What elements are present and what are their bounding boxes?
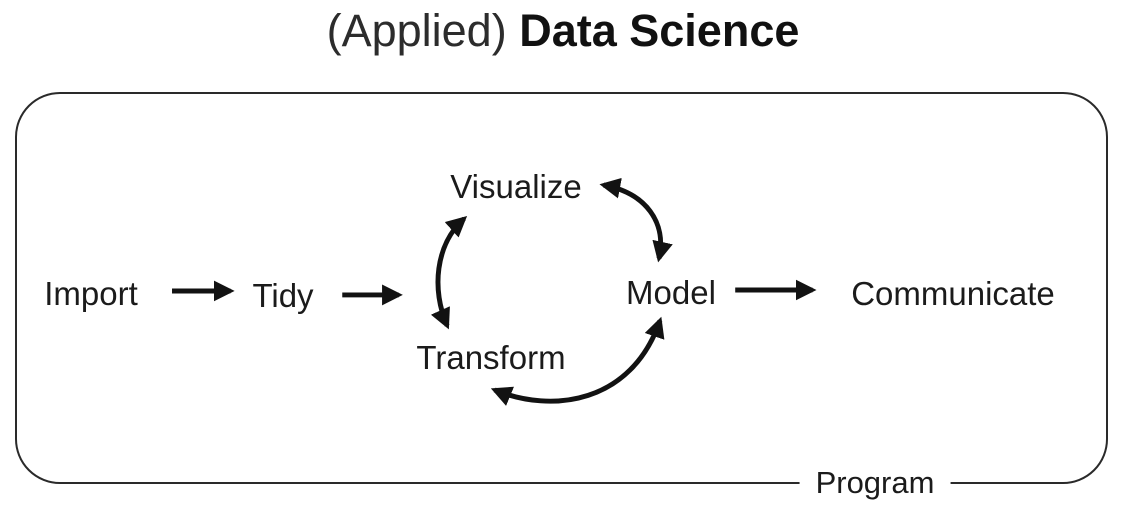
- title-prefix: (Applied): [326, 5, 507, 56]
- node-tidy: Tidy: [252, 277, 314, 314]
- arrow-transform-model: [490, 316, 665, 406]
- arrow-model-visualize: [599, 177, 673, 263]
- node-visualize: Visualize: [450, 168, 582, 205]
- node-import: Import: [44, 275, 138, 312]
- title-main: Data Science: [519, 5, 800, 56]
- node-transform: Transform: [416, 339, 566, 376]
- page-title: (Applied) Data Science: [0, 0, 1126, 62]
- program-box: Import Tidy Visualize Transform Model Co…: [15, 92, 1108, 501]
- arrow-visualize-transform: [430, 215, 468, 330]
- arrows-layer: [172, 177, 817, 406]
- node-model: Model: [626, 274, 716, 311]
- program-box-label: Program: [799, 465, 951, 501]
- node-communicate: Communicate: [851, 275, 1055, 312]
